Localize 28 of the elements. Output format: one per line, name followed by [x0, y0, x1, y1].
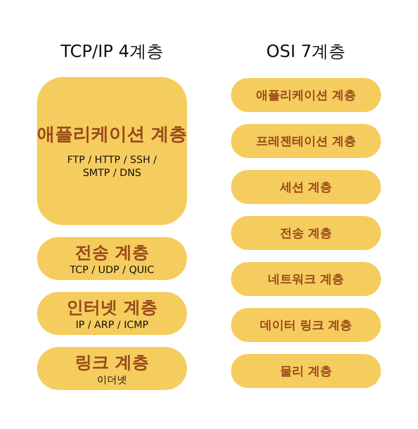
- layer-box: [231, 78, 381, 112]
- layer-name: 인터넷 계층: [66, 296, 158, 318]
- layer-name: 데이터 링크 계층: [260, 316, 352, 334]
- layer-box: [231, 216, 381, 250]
- column-heading: OSI 7계층: [266, 41, 346, 63]
- layer-name: 애플리케이션 계층: [36, 123, 188, 146]
- layer-name: 네트워크 계층: [268, 270, 344, 288]
- layer-box: [231, 308, 381, 342]
- layer-name: 프레젠테이션 계층: [256, 132, 356, 150]
- layer-box: [37, 237, 187, 280]
- protocol-list: FTP / HTTP / SSH / SMTP / DNS: [57, 154, 167, 180]
- layer-box: [37, 292, 187, 335]
- protocol-list: TCP / UDP / QUIC: [70, 264, 154, 276]
- layer-name: 애플리케이션 계층: [256, 86, 356, 104]
- column-heading: TCP/IP 4계층: [60, 41, 164, 63]
- layer-box: [231, 124, 381, 158]
- layer-box: [231, 262, 381, 296]
- protocol-list: 이더넷: [97, 374, 127, 386]
- layer-box: [231, 354, 381, 388]
- layer-name: 물리 계층: [280, 362, 332, 380]
- layer-name: 전송 계층: [280, 224, 332, 242]
- layer-box: [37, 347, 187, 390]
- layer-name: 링크 계층: [75, 352, 149, 374]
- layer-name: 전송 계층: [75, 242, 149, 264]
- layer-name: 세션 계층: [280, 178, 332, 196]
- layer-box: [37, 77, 187, 225]
- layer-box: [231, 170, 381, 204]
- protocol-list: IP / ARP / ICMP: [76, 318, 148, 332]
